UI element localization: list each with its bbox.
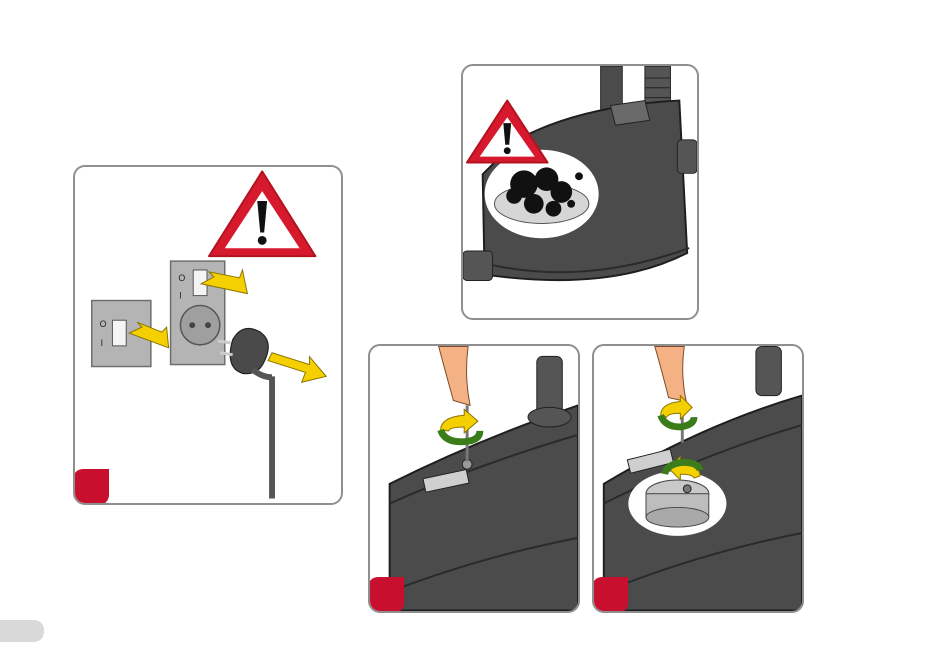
switch-on-label: I (101, 338, 103, 348)
light-switch-toggle (112, 320, 126, 346)
rotate-arrow-icon (441, 409, 480, 441)
clogged-pump-illustration (463, 66, 697, 318)
warning-triangle-icon (209, 171, 315, 256)
pump-side-fitting (677, 140, 697, 173)
pump-inlet-fitting (463, 251, 492, 280)
page-tab (0, 620, 44, 642)
hand (655, 347, 686, 402)
hand (439, 347, 470, 406)
outlet-switch-off-label: O (178, 273, 185, 283)
panel-unscrew-cover-screw (368, 344, 580, 613)
rotate-arrow-icon (661, 396, 694, 427)
power-plug (218, 329, 272, 499)
switch-off-label: O (100, 319, 107, 329)
step-badge (368, 577, 404, 613)
panel-clogged-pump (461, 64, 699, 320)
panel-disconnect-power: O I O I (73, 165, 343, 505)
pull-arrow-icon (268, 353, 326, 383)
pump-housing (390, 405, 578, 610)
power-disconnect-illustration: O I O I (75, 167, 341, 503)
panel-remove-motor-cover (592, 344, 804, 613)
step-badge (73, 469, 109, 505)
remove-cover-illustration (594, 346, 802, 611)
power-socket (180, 305, 219, 344)
step-badge (592, 577, 628, 613)
unscrew-illustration (370, 346, 578, 611)
outlet-switch-on-label: I (179, 291, 181, 301)
